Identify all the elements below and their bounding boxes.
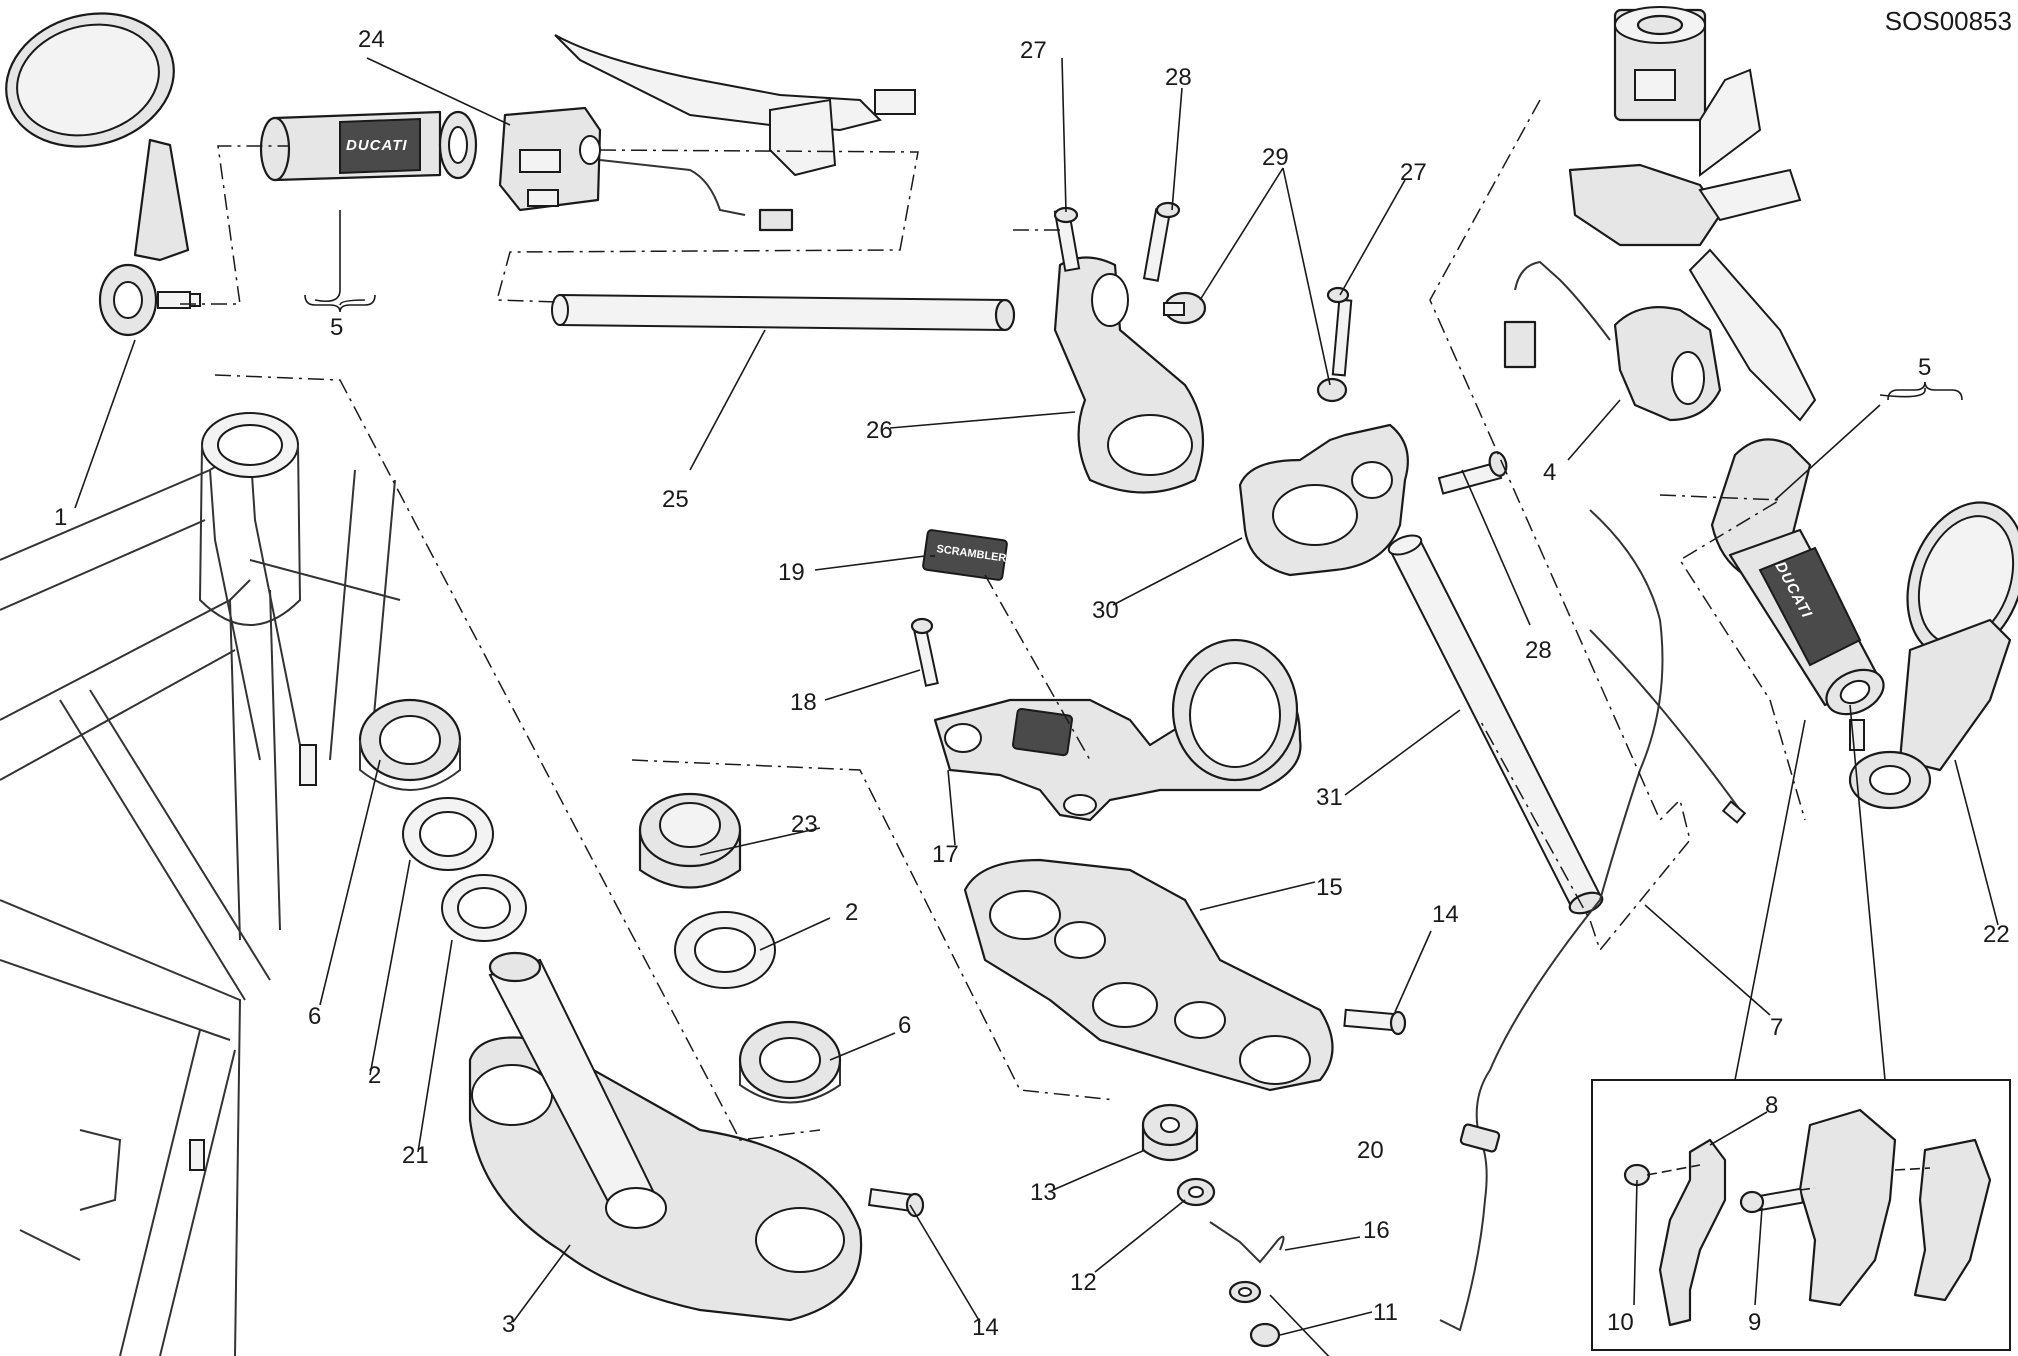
bracket-screw: [910, 617, 939, 687]
callout-15: 15: [1316, 874, 1343, 901]
grip-brand-left: DUCATI: [346, 137, 408, 154]
scrambler-badge: SCRAMBLER: [922, 529, 1008, 581]
left-handlebar-grip: DUCATI: [259, 110, 478, 182]
rubber-washer: [1176, 1177, 1216, 1207]
spacer: [1228, 1280, 1262, 1304]
frame: [0, 412, 401, 1356]
callout-16: 16: [1363, 1217, 1390, 1244]
callout-11: 11: [1373, 1299, 1398, 1326]
brace-marks: [304, 294, 1963, 401]
callout-29: 29: [1262, 144, 1289, 171]
rubber-mount: [1141, 1103, 1199, 1162]
callout-27: 27: [1400, 159, 1427, 186]
nut: [1249, 1322, 1281, 1348]
callout-17: 17: [932, 841, 959, 868]
throttle-cable: [1439, 509, 1664, 1332]
callout-14: 14: [972, 1314, 999, 1341]
right-throttle-grip: DUCATI: [1589, 438, 1885, 824]
callout-labels: 1 2 2 3 4 5 5 6 6 7 8 9 10 11 12 13 14 1…: [54, 26, 2010, 1341]
upper-steering-yoke: [963, 858, 1407, 1092]
callout-13: 13: [1030, 1179, 1057, 1206]
callout-3: 3: [502, 1311, 515, 1338]
upper-seal-ring: [402, 797, 494, 871]
callout-6: 6: [898, 1012, 911, 1039]
assembly-lines: [180, 99, 1806, 1141]
leader-lines: [74, 57, 1999, 1356]
callout-12: 12: [1070, 1269, 1097, 1296]
right-switch-assembly: [1503, 260, 1722, 422]
callout-19: 19: [778, 559, 805, 586]
callout-1: 1: [54, 504, 67, 531]
callout-27: 27: [1020, 37, 1047, 64]
left-handlebar-clamp: [1053, 201, 1207, 494]
callout-18: 18: [790, 689, 817, 716]
callout-22: 22: [1983, 921, 2010, 948]
callout-21: 21: [402, 1142, 429, 1169]
inset-detail: [1591, 704, 2011, 1351]
callout-24: 24: [358, 26, 385, 53]
callout-7: 7: [1770, 1014, 1783, 1041]
callout-28: 28: [1525, 637, 1552, 664]
callout-9: 9: [1748, 1309, 1761, 1336]
seal-ring-right: [674, 911, 776, 989]
right-mirror: [1848, 501, 2018, 810]
drawing-code: SOS00853: [1885, 6, 2012, 36]
upper-bearing: [358, 698, 462, 791]
right-handlebar-tube: [1387, 534, 1604, 915]
callout-28: 28: [1165, 64, 1192, 91]
callout-14: 14: [1432, 901, 1459, 928]
lower-bearing: [738, 1020, 842, 1104]
callout-6: 6: [308, 1003, 321, 1030]
callout-2: 2: [845, 899, 858, 926]
callout-4: 4: [1543, 459, 1556, 486]
lower-seal-ring: [441, 874, 527, 942]
callout-25: 25: [662, 486, 689, 513]
callout-8: 8: [1765, 1092, 1778, 1119]
callout-20: 20: [1357, 1137, 1384, 1164]
lower-steering-yoke: [468, 951, 925, 1322]
instrument-bracket: [933, 638, 1302, 822]
callout-5: 5: [1918, 354, 1931, 381]
brake-master-cylinder: [1568, 6, 1817, 422]
callout-30: 30: [1092, 597, 1119, 624]
left-switch-assembly: [498, 34, 916, 232]
callout-2: 2: [368, 1062, 381, 1089]
left-handlebar-tube: [551, 293, 1016, 332]
callout-10: 10: [1607, 1309, 1634, 1336]
callout-5: 5: [330, 314, 343, 341]
callout-26: 26: [866, 417, 893, 444]
callout-23: 23: [791, 811, 818, 838]
right-handlebar-clamp: [1238, 286, 1508, 577]
retaining-spring: [1209, 1221, 1285, 1264]
callout-31: 31: [1316, 784, 1343, 811]
steering-stem-nut: [638, 792, 742, 889]
left-mirror: [5, 12, 201, 337]
